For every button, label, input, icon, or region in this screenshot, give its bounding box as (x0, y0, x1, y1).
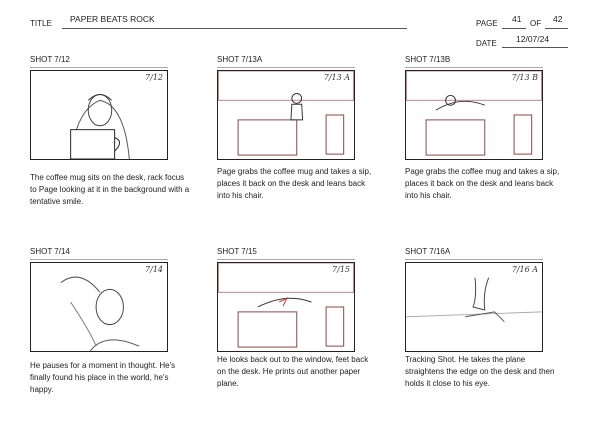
title-label: TITLE (30, 19, 52, 28)
shot-description: Page grabs the coffee mug and takes a si… (405, 167, 560, 200)
shot-header: SHOT 7/13A (217, 55, 355, 68)
shot-frame[interactable]: 7/16 A (405, 262, 543, 352)
shot-name: SHOT 7/15 (217, 247, 257, 256)
page-label: PAGE (476, 19, 498, 28)
frame-note: 7/13 B (511, 73, 538, 82)
shot-underline (217, 67, 355, 68)
frame-note: 7/16 A (511, 265, 538, 274)
shot-description: Page grabs the coffee mug and takes a si… (217, 167, 372, 200)
shot-frame[interactable]: 7/13 B (405, 70, 543, 160)
shot-header: SHOT 7/13B (405, 55, 543, 68)
shot-underline (217, 259, 355, 260)
sketch-image (218, 71, 354, 156)
shot-description: The coffee mug sits on the desk, rack fo… (30, 173, 190, 206)
shot-description: He pauses for a moment in thought. He's … (30, 361, 176, 394)
shot-description: Tracking Shot. He takes the plane straig… (405, 355, 555, 388)
total-pages[interactable]: 42 (553, 14, 563, 24)
date-label: DATE (476, 39, 497, 48)
sketch-image (218, 263, 354, 348)
sketch-image (70, 93, 130, 159)
frame-note: 7/12 (145, 73, 163, 82)
page-line (502, 28, 526, 29)
shot-name: SHOT 7/13B (405, 55, 451, 64)
shot-frame[interactable]: 7/13 A (217, 70, 355, 160)
page-number[interactable]: 41 (512, 14, 522, 24)
title-value[interactable]: PAPER BEATS ROCK (70, 14, 155, 24)
shot-underline (405, 67, 543, 68)
sketch-image (60, 276, 140, 351)
shot-underline (30, 67, 168, 68)
frame-note: 7/15 (332, 265, 350, 274)
shot-frame[interactable]: 7/15 (217, 262, 355, 352)
sketch-image (406, 277, 542, 323)
shot-name: SHOT 7/12 (30, 55, 70, 64)
of-label: OF (530, 19, 542, 28)
frame-note: 7/13 A (323, 73, 350, 82)
shot-header: SHOT 7/15 (217, 247, 355, 260)
shot-name: SHOT 7/14 (30, 247, 70, 256)
sketch-image (406, 71, 542, 156)
shot-header: SHOT 7/12 (30, 55, 168, 68)
shot-frame[interactable]: 7/14 (30, 262, 168, 352)
shot-underline (405, 259, 543, 260)
shot-description: He looks back out to the window, feet ba… (217, 355, 369, 388)
frame-note: 7/14 (145, 265, 163, 274)
shot-header: SHOT 7/16A (405, 247, 543, 260)
title-line (62, 28, 407, 29)
shot-name: SHOT 7/16A (405, 247, 451, 256)
shot-name: SHOT 7/13A (217, 55, 263, 64)
total-line (545, 28, 568, 29)
date-line (502, 47, 568, 48)
shot-header: SHOT 7/14 (30, 247, 168, 260)
shot-frame[interactable]: 7/12 (30, 70, 168, 160)
date-value[interactable]: 12/07/24 (516, 34, 550, 44)
shot-underline (30, 259, 168, 260)
